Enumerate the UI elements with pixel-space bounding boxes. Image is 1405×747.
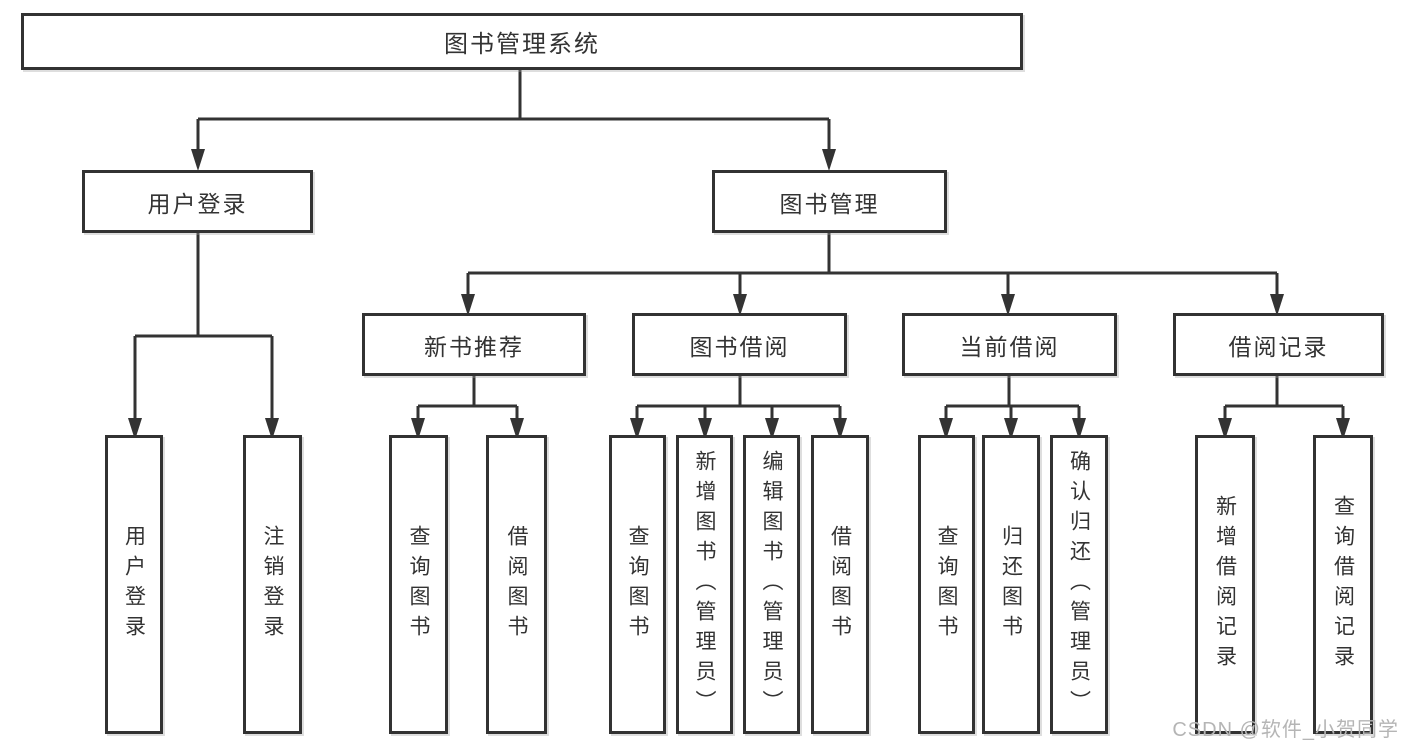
leaf-borrow-books-recommend: 借阅图书 <box>486 435 547 734</box>
leaf-query-books-recommend-label: 查询图书 <box>407 524 430 645</box>
leaf-add-books-admin: 新增图书（管理员） <box>676 435 733 734</box>
node-book-management-label: 图书管理 <box>779 190 880 217</box>
leaf-borrow-books-recommend-label: 借阅图书 <box>505 524 528 645</box>
node-book-borrow: 图书借阅 <box>632 313 847 376</box>
node-borrow-records: 借阅记录 <box>1173 313 1384 376</box>
leaf-query-books-current-label: 查询图书 <box>935 524 958 645</box>
node-borrow-records-label: 借阅记录 <box>1228 333 1329 360</box>
node-root-system: 图书管理系统 <box>21 13 1023 70</box>
leaf-query-books-borrow: 查询图书 <box>609 435 666 734</box>
node-current-borrow: 当前借阅 <box>902 313 1117 376</box>
node-new-book-recommend: 新书推荐 <box>362 313 586 376</box>
leaf-return-books-label: 归还图书 <box>999 524 1023 645</box>
leaf-add-books-admin-label: 新增图书（管理员） <box>693 449 716 720</box>
leaf-borrow-books-label: 借阅图书 <box>828 524 852 645</box>
leaf-edit-books-admin: 编辑图书（管理员） <box>743 435 800 734</box>
node-book-management: 图书管理 <box>712 170 947 233</box>
leaf-add-borrow-record: 新增借阅记录 <box>1195 435 1255 734</box>
node-current-borrow-label: 当前借阅 <box>959 333 1060 360</box>
node-user-login-label: 用户登录 <box>147 190 248 217</box>
leaf-query-books-current: 查询图书 <box>918 435 975 734</box>
leaf-user-login-label: 用户登录 <box>122 524 146 645</box>
leaf-user-login: 用户登录 <box>105 435 163 734</box>
node-user-login: 用户登录 <box>82 170 313 233</box>
leaf-logout-label: 注销登录 <box>261 524 284 645</box>
leaf-confirm-return-admin: 确认归还（管理员） <box>1050 435 1108 734</box>
leaf-confirm-return-admin-label: 确认归还（管理员） <box>1067 449 1091 720</box>
leaf-query-borrow-record: 查询借阅记录 <box>1313 435 1373 734</box>
leaf-query-books-recommend: 查询图书 <box>389 435 448 734</box>
node-book-borrow-label: 图书借阅 <box>689 333 790 360</box>
leaf-borrow-books: 借阅图书 <box>811 435 869 734</box>
leaf-query-books-borrow-label: 查询图书 <box>626 524 649 645</box>
node-new-book-recommend-label: 新书推荐 <box>424 333 524 360</box>
leaf-return-books: 归还图书 <box>982 435 1040 734</box>
leaf-query-borrow-record-label: 查询借阅记录 <box>1331 494 1355 675</box>
node-root-label: 图书管理系统 <box>444 31 600 58</box>
leaf-add-borrow-record-label: 新增借阅记录 <box>1213 494 1237 675</box>
csdn-watermark: CSDN @软件_小贺同学 <box>1172 719 1399 741</box>
leaf-logout: 注销登录 <box>243 435 302 734</box>
leaf-edit-books-admin-label: 编辑图书（管理员） <box>760 449 783 720</box>
